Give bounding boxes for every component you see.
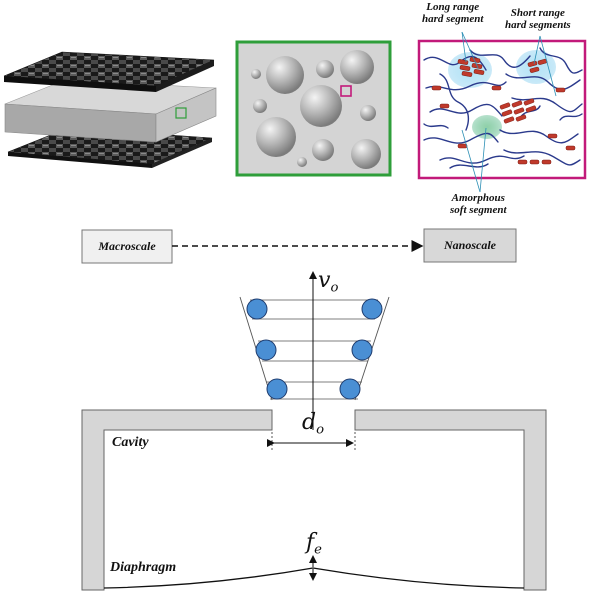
particle <box>256 117 296 157</box>
hard-segments <box>431 57 576 165</box>
nanoscale-panel <box>417 31 587 193</box>
macroscale-label: Macroscale <box>98 239 156 253</box>
particle <box>300 85 342 127</box>
droplet <box>246 298 268 320</box>
long-range-line1: Long range <box>426 1 480 13</box>
force-symbol: fe <box>306 530 322 558</box>
nozzle-droplets <box>239 271 390 430</box>
microscale-panel <box>235 40 392 177</box>
particle <box>351 139 381 169</box>
particle <box>340 50 374 84</box>
nanoscale-label: Nanoscale <box>444 238 496 252</box>
amorphous-line1: Amorphous <box>451 192 505 204</box>
amorphous-line2: soft segment <box>450 203 507 216</box>
diaphragm <box>103 567 525 589</box>
force-sub: e <box>314 542 322 558</box>
droplet <box>266 378 288 400</box>
droplet <box>255 339 277 361</box>
short-range-line2: hard segments <box>505 18 571 31</box>
short-range-label: Short range hard segments <box>505 7 571 31</box>
short-range-line1: Short range <box>510 7 565 19</box>
long-range-line2: hard segment <box>422 12 484 25</box>
particle <box>312 139 334 161</box>
cavity-wall <box>81 409 273 591</box>
cavity-label: Cavity <box>112 435 149 450</box>
particle <box>316 60 334 78</box>
zoom-marker-magenta <box>340 85 352 97</box>
zoom-marker-green <box>175 107 187 119</box>
scale-transition <box>81 228 517 264</box>
diaphragm-label: Diaphragm <box>110 560 177 575</box>
velocity-sub: o <box>330 280 339 296</box>
cavity <box>81 409 547 591</box>
particle <box>266 56 304 94</box>
amorphous-label: Amorphous soft segment <box>450 192 507 216</box>
particle <box>360 105 376 121</box>
diameter-symbol: do <box>302 410 324 438</box>
particle <box>253 99 267 113</box>
composite-laminate <box>3 51 217 168</box>
particle <box>251 69 261 79</box>
force-var: f <box>306 530 315 555</box>
diameter-var: d <box>302 410 317 435</box>
droplet <box>361 298 383 320</box>
nanoscale-box <box>423 228 517 263</box>
diameter-sub: o <box>316 422 325 438</box>
velocity-var: v <box>318 268 331 293</box>
velocity-symbol: vo <box>318 268 338 296</box>
particle <box>297 157 307 167</box>
long-range-label: Long range hard segment <box>422 1 484 25</box>
cavity-wall <box>354 409 547 591</box>
amorphous-domain <box>472 115 502 139</box>
droplet <box>351 339 373 361</box>
droplet <box>339 378 361 400</box>
callout-lines <box>461 31 557 193</box>
